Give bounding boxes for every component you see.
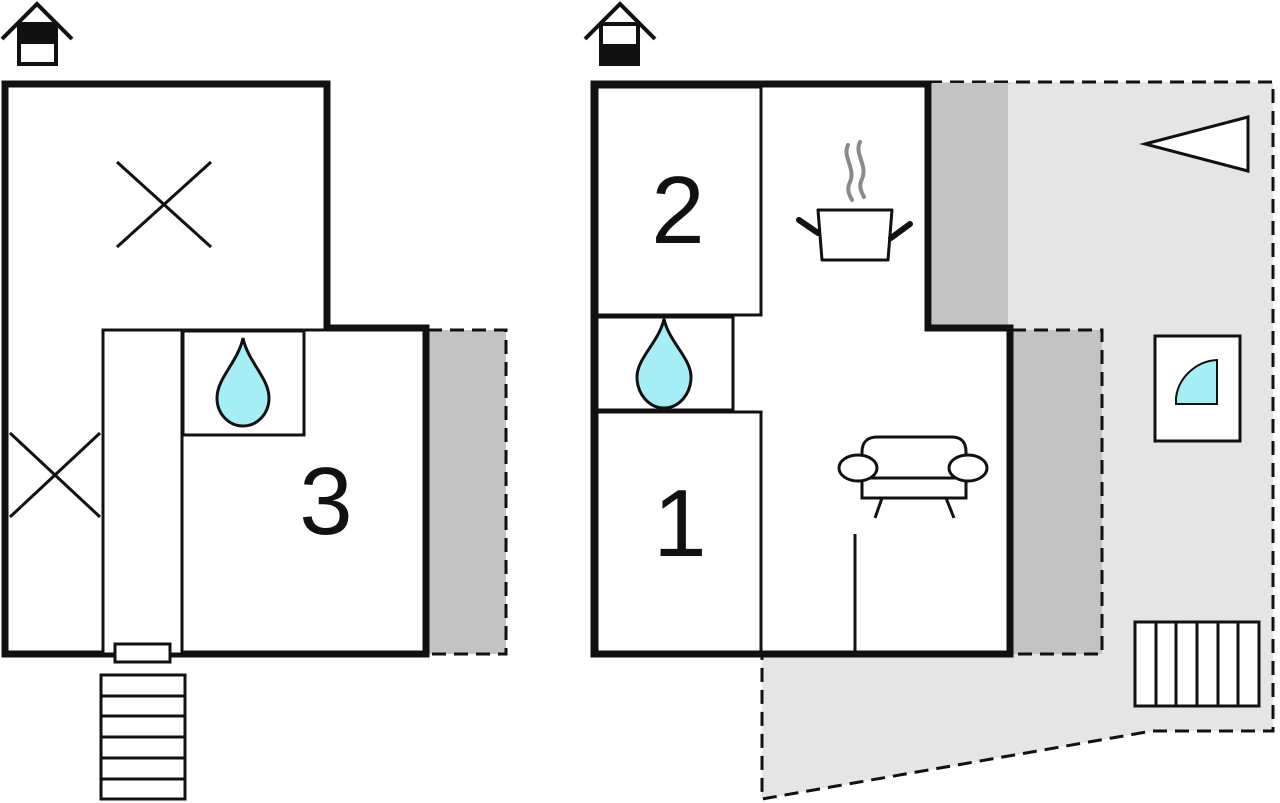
balcony-right-outline (1012, 328, 1104, 656)
sofa-icon (837, 435, 989, 519)
balcony-top (932, 83, 1010, 326)
opening-cross (8, 431, 102, 519)
water-drop-icon (215, 337, 271, 428)
ground-floor-plan: 2 1 (583, 1, 1275, 801)
room-number-3: 3 (299, 448, 352, 555)
shower-icon (1153, 334, 1242, 443)
entrance-threshold (113, 642, 172, 664)
room-number-1: 1 (653, 470, 706, 577)
triangle-icon (1139, 115, 1250, 173)
water-drop-icon (635, 318, 693, 410)
bedroom-1 (595, 410, 763, 654)
upper-floor-plan: 3 (0, 1, 508, 801)
stair-corridor (101, 328, 184, 656)
room-number-2: 2 (651, 157, 704, 264)
house-floor-icon (583, 1, 657, 66)
stairs-icon (99, 673, 187, 801)
terrace-outline (760, 80, 1275, 801)
house-floor-icon (0, 1, 74, 66)
stairs-icon (1133, 620, 1261, 708)
balcony-right (1012, 330, 1102, 654)
cooking-pot-icon (796, 140, 913, 262)
bedroom-2 (595, 85, 763, 317)
balcony-left (428, 330, 506, 654)
balcony-left-outline (428, 328, 508, 656)
open-void-icon (115, 160, 213, 249)
